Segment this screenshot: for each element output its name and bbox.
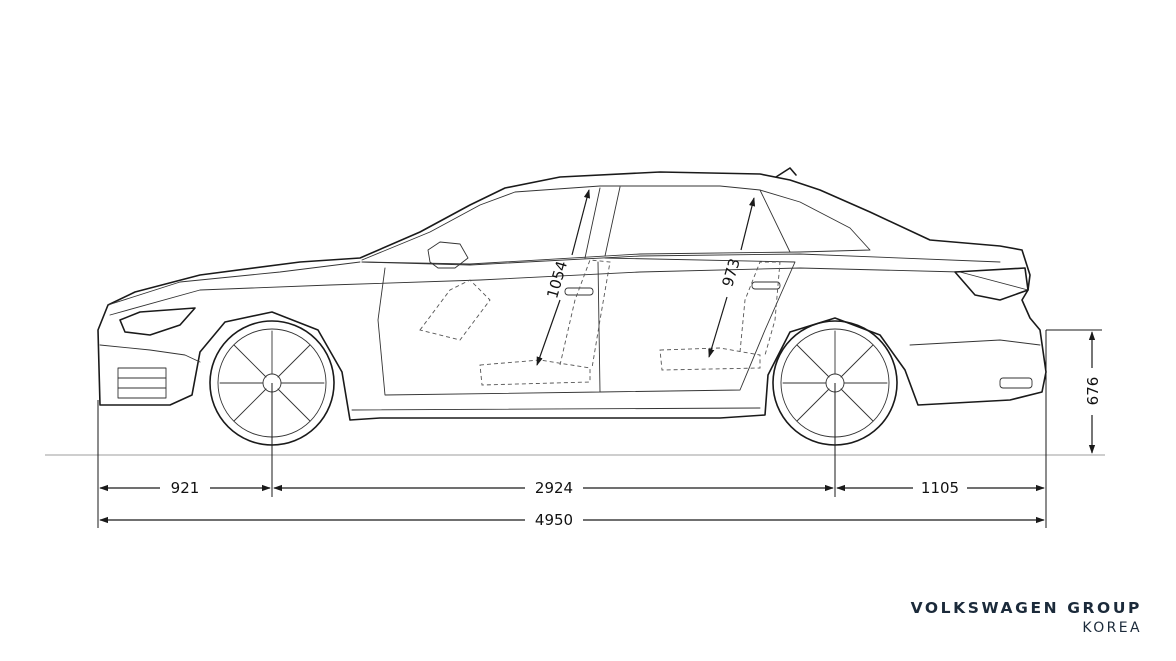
- steering-wheel-outline: [419, 279, 491, 341]
- rear-headroom-label: 973: [719, 256, 744, 288]
- exhaust-tip: [999, 377, 1033, 389]
- brand-region: KOREA: [1082, 620, 1142, 636]
- rear-bumper: [909, 339, 1041, 346]
- front-seat-outline: [479, 259, 611, 386]
- b-pillar: [584, 187, 601, 259]
- c-pillar: [759, 189, 791, 253]
- window-frame: [361, 185, 871, 265]
- beltline: [361, 253, 1001, 266]
- side-mirror: [427, 241, 469, 269]
- front-overhang-label: 921: [171, 479, 200, 497]
- rear-overhang-label: 1105: [921, 479, 959, 497]
- rear-headroom-arrow-bottom: [708, 296, 728, 358]
- front-headroom-arrow-top: [571, 189, 590, 256]
- rear-door-handle: [751, 281, 781, 290]
- rear-height-label: 676: [1084, 377, 1102, 406]
- b-pillar-rear: [604, 186, 621, 257]
- roof-antenna: [775, 167, 797, 178]
- front-bumper: [99, 344, 201, 363]
- headlight: [119, 307, 196, 336]
- car-side-view: [97, 167, 1047, 446]
- front-headroom-label: 1054: [543, 259, 571, 301]
- wheelbase-label: 2924: [535, 479, 573, 497]
- rear-headroom-arrow-top: [740, 197, 756, 251]
- front-lower-grille: [117, 367, 167, 399]
- overall-length-label: 4950: [535, 511, 573, 529]
- front-door: [377, 261, 601, 396]
- front-headroom-arrow-bottom: [536, 299, 561, 366]
- side-skirt: [351, 407, 761, 411]
- brand-logo: VOLKSWAGEN GROUP KOREA: [911, 598, 1142, 638]
- rear-seat-outline: [659, 261, 781, 371]
- front-door-handle: [564, 287, 594, 296]
- car-body-outline: [97, 171, 1047, 421]
- rear-door: [599, 257, 796, 393]
- shoulder-line: [109, 267, 1029, 316]
- tail-light: [954, 267, 1029, 301]
- hood-line: [107, 261, 361, 306]
- brand-name: VOLKSWAGEN GROUP: [910, 599, 1142, 617]
